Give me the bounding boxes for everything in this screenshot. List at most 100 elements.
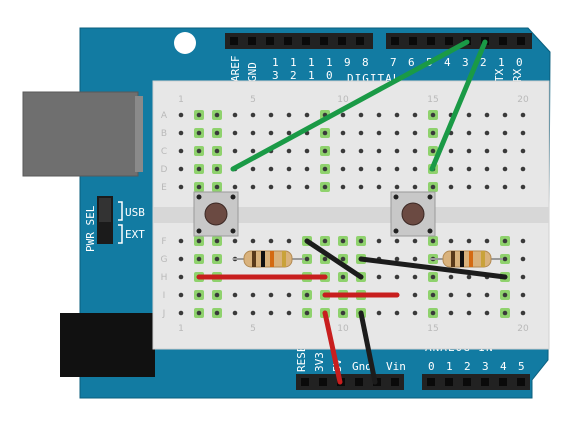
analog-pin-label: 5 — [518, 360, 525, 373]
breadboard-hole — [412, 274, 418, 280]
breadboard-hole — [502, 166, 508, 172]
breadboard-hole — [286, 310, 292, 316]
breadboard-hole — [250, 184, 256, 190]
breadboard-hole — [196, 112, 202, 118]
header-pin — [517, 37, 525, 45]
green-wire-1[interactable] — [230, 39, 470, 172]
breadboard-hole — [196, 166, 202, 172]
column-number: 15 — [427, 324, 438, 334]
gnd-top-label: GND — [246, 62, 259, 82]
row-letter: J — [162, 309, 166, 319]
header-pin — [391, 378, 399, 386]
breadboard-hole — [520, 166, 526, 172]
row-letter: I — [163, 291, 166, 301]
tx-label: TX — [493, 68, 506, 82]
rx-label: RX — [511, 68, 524, 82]
pushbutton-2-cap[interactable] — [401, 202, 425, 226]
pushbutton-1[interactable] — [193, 191, 239, 237]
breadboard-hole — [520, 238, 526, 244]
breadboard-hole — [304, 166, 310, 172]
digital-pin-number: 2 — [480, 56, 487, 69]
row-letter: C — [161, 147, 167, 157]
breadboard-hole — [466, 292, 472, 298]
header-pin — [266, 37, 274, 45]
breadboard-hole — [412, 112, 418, 118]
pushbutton-2[interactable] — [390, 191, 436, 237]
green-wire-2[interactable] — [429, 39, 488, 172]
breadboard-hole — [394, 238, 400, 244]
breadboard-hole — [322, 166, 328, 172]
pushbutton-1-cap[interactable] — [204, 202, 228, 226]
black-wire-1[interactable] — [304, 238, 364, 280]
header-pin — [427, 378, 435, 386]
digital-pin-number: 2 — [290, 69, 297, 82]
header-pin — [302, 37, 310, 45]
pwr-sel-jumper-cap — [99, 198, 111, 222]
breadboard-hole — [520, 292, 526, 298]
breadboard-hole — [394, 184, 400, 190]
usb-label: USB — [125, 206, 145, 219]
breadboard-hole — [340, 256, 346, 262]
breadboard-hole — [214, 148, 220, 154]
digital-pin-number: 3 — [462, 56, 469, 69]
red-wire-3[interactable] — [322, 310, 343, 385]
breadboard-hole — [358, 148, 364, 154]
breadboard-hole — [358, 130, 364, 136]
breadboard-hole — [322, 184, 328, 190]
header-pin — [284, 37, 292, 45]
breadboard-hole — [340, 148, 346, 154]
breadboard-hole — [484, 148, 490, 154]
breadboard-hole — [520, 184, 526, 190]
breadboard-hole — [430, 130, 436, 136]
column-number: 5 — [250, 95, 256, 105]
column-number: 15 — [427, 95, 438, 105]
breadboard-hole — [484, 166, 490, 172]
breadboard-hole — [286, 130, 292, 136]
breadboard-hole — [376, 310, 382, 316]
breadboard-hole — [394, 166, 400, 172]
breadboard-hole — [520, 256, 526, 262]
digital-pin-number: 4 — [444, 56, 451, 69]
breadboard-hole — [412, 148, 418, 154]
black-wire-2[interactable] — [358, 256, 508, 280]
header-pin — [301, 378, 309, 386]
breadboard-hole — [250, 148, 256, 154]
breadboard-hole — [484, 184, 490, 190]
breadboard-hole — [250, 238, 256, 244]
breadboard-hole — [178, 112, 184, 118]
header-pin — [391, 37, 399, 45]
breadboard-hole — [376, 184, 382, 190]
wires — [196, 39, 508, 385]
breadboard-hole — [376, 274, 382, 280]
breadboard-hole — [484, 310, 490, 316]
breadboard-hole — [250, 166, 256, 172]
digital-pin-number: 1 — [290, 56, 297, 69]
breadboard-hole — [232, 148, 238, 154]
breadboard-hole — [196, 238, 202, 244]
column-number: 1 — [178, 324, 184, 334]
analog-pin-label: 3 — [482, 360, 489, 373]
digital-pin-number: 6 — [408, 56, 415, 69]
breadboard-hole — [466, 112, 472, 118]
header-top-left — [225, 33, 373, 49]
digital-pin-number: 8 — [362, 56, 369, 69]
breadboard-hole — [448, 274, 454, 280]
header-pin — [427, 37, 435, 45]
breadboard-hole — [466, 130, 472, 136]
breadboard-hole — [178, 238, 184, 244]
breadboard-hole — [286, 292, 292, 298]
breadboard-hole — [178, 166, 184, 172]
breadboard-hole — [358, 112, 364, 118]
breadboard-hole — [466, 310, 472, 316]
breadboard-hole — [466, 166, 472, 172]
header-pin — [481, 378, 489, 386]
power-pin-label: Gnd — [352, 360, 372, 373]
breadboard-hole — [178, 310, 184, 316]
breadboard-hole — [304, 292, 310, 298]
breadboard-hole — [430, 148, 436, 154]
breadboard-hole — [196, 148, 202, 154]
breadboard-hole — [340, 274, 346, 280]
black-wire-3[interactable] — [358, 310, 378, 385]
